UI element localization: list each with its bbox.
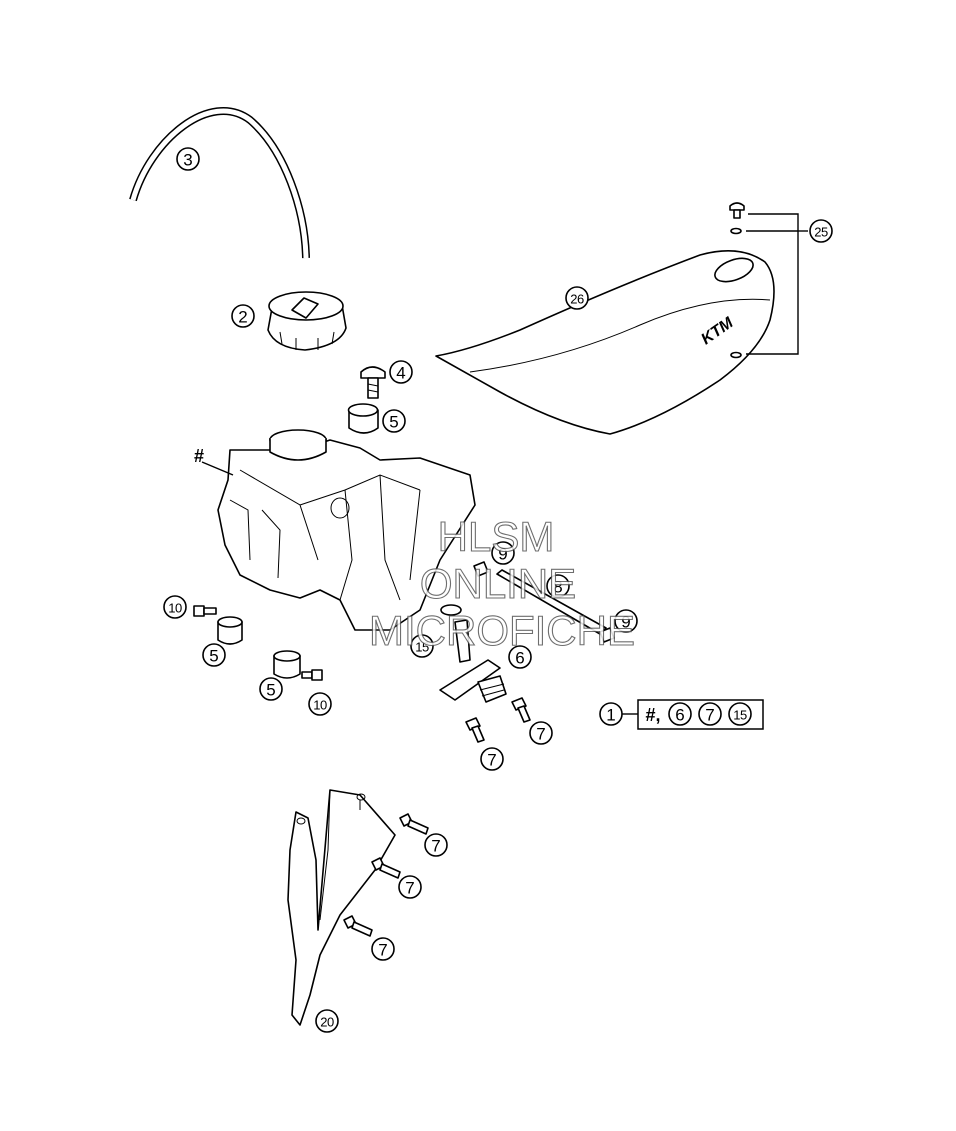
kit-marker: #, xyxy=(645,705,660,725)
callout-8: 8 xyxy=(546,574,570,598)
svg-text:2: 2 xyxy=(238,308,247,327)
callout-10-lower: 10 xyxy=(308,692,332,716)
svg-text:1: 1 xyxy=(606,706,615,725)
callout-7-panel-2: 7 xyxy=(398,875,422,899)
breather-hose xyxy=(129,107,310,259)
tank-screw xyxy=(360,366,386,399)
tap-screw-right xyxy=(511,697,531,723)
fuel-tap xyxy=(439,619,507,703)
callout-3: 3 xyxy=(176,147,200,171)
bolt-left-lower xyxy=(301,669,323,681)
callout-26: 26 xyxy=(565,286,589,310)
svg-text:8: 8 xyxy=(553,578,562,597)
callout-5-mid: 5 xyxy=(259,677,283,701)
svg-text:10: 10 xyxy=(313,698,327,713)
svg-text:5: 5 xyxy=(389,413,398,432)
callout-20: 20 xyxy=(315,1009,339,1033)
fuel-hose xyxy=(496,569,607,635)
svg-text:5: 5 xyxy=(209,647,218,666)
callout-7-tap-left: 7 xyxy=(480,747,504,771)
svg-text:7: 7 xyxy=(705,706,714,725)
callout-5-left: 5 xyxy=(202,643,226,667)
fuel-cap xyxy=(267,291,347,351)
bolt-left-upper xyxy=(193,605,217,617)
tap-screw-left xyxy=(465,717,485,743)
svg-text:7: 7 xyxy=(536,725,545,744)
svg-text:3: 3 xyxy=(183,151,192,170)
watermark-line-3: MICROFICHE xyxy=(369,607,635,654)
svg-text:6: 6 xyxy=(675,706,684,725)
callout-10-upper: 10 xyxy=(163,595,187,619)
callout-15: 15 xyxy=(410,634,434,658)
svg-text:9: 9 xyxy=(621,613,630,632)
panel-screw-1 xyxy=(399,813,429,835)
panel-screw-2 xyxy=(371,857,401,879)
svg-text:25: 25 xyxy=(814,225,828,240)
callout-4: 4 xyxy=(389,360,413,384)
callout-2: 2 xyxy=(231,304,255,328)
callout-5-top: 5 xyxy=(382,409,406,433)
rubber-bushing-mid xyxy=(273,650,301,679)
svg-text:7: 7 xyxy=(378,941,387,960)
seat: KTM xyxy=(435,250,775,435)
svg-text:10: 10 xyxy=(168,601,182,616)
hose-clamp-upper xyxy=(473,561,489,577)
svg-text:7: 7 xyxy=(431,837,440,856)
svg-text:7: 7 xyxy=(405,879,414,898)
svg-text:5: 5 xyxy=(266,681,275,700)
rubber-bushing-left xyxy=(217,616,243,645)
rubber-bushing-top xyxy=(347,403,379,434)
svg-text:15: 15 xyxy=(415,640,429,655)
hose-clamp-lower xyxy=(599,627,615,643)
tank-marker: # xyxy=(194,446,204,466)
callout-1: 1 xyxy=(599,702,623,726)
callout-9-lower: 9 xyxy=(614,609,638,633)
seat-screws xyxy=(729,202,808,359)
svg-text:9: 9 xyxy=(498,545,507,564)
panel-screw-3 xyxy=(343,915,373,937)
svg-text:26: 26 xyxy=(570,292,584,307)
svg-text:7: 7 xyxy=(487,751,496,770)
fuel-tank xyxy=(201,429,476,631)
svg-text:20: 20 xyxy=(320,1015,334,1030)
callout-kit-7: 7 xyxy=(698,702,722,726)
callout-9-upper: 9 xyxy=(491,541,515,565)
watermark-line-2: ONLINE xyxy=(420,560,576,607)
watermark-line-1: HLSM xyxy=(438,513,555,560)
callout-25: 25 xyxy=(809,219,833,243)
callout-7-tap-right: 7 xyxy=(529,721,553,745)
side-panel xyxy=(287,789,396,1026)
callout-kit-6: 6 xyxy=(668,702,692,726)
o-ring xyxy=(440,604,462,616)
svg-text:4: 4 xyxy=(396,364,405,383)
callout-7-panel-1: 7 xyxy=(424,833,448,857)
svg-text:15: 15 xyxy=(733,708,747,723)
callout-kit-15: 15 xyxy=(728,702,752,726)
callout-6: 6 xyxy=(508,645,532,669)
callout-7-panel-3: 7 xyxy=(371,937,395,961)
watermark: HLSM ONLINE MICROFICHE xyxy=(368,512,635,654)
svg-text:6: 6 xyxy=(515,649,524,668)
